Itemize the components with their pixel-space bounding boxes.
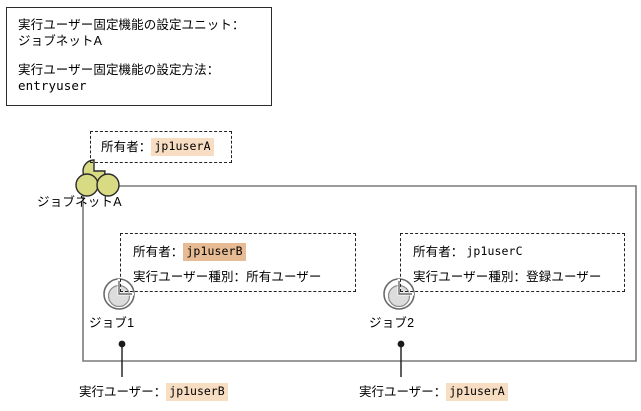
- job2-exec-user-callout: 実行ユーザー： jp1userA: [359, 383, 508, 401]
- job1-callout-leader: [118, 340, 126, 377]
- jobnet-owner-label: 所有者：: [101, 139, 152, 154]
- job1-exec-user-type-label: 実行ユーザー種別：: [133, 270, 247, 284]
- jobnet-owner-value: jp1userA: [151, 138, 214, 156]
- jobnet-icon: [75, 159, 120, 197]
- setting-method-label: 実行ユーザー固定機能の設定方法：: [18, 63, 220, 77]
- setting-unit-value: ジョブネットA: [18, 34, 103, 48]
- job1-exec-user-callout: 実行ユーザー： jp1userB: [79, 383, 228, 401]
- jobnet-annotation-box: 所有者： jp1userA: [90, 131, 232, 163]
- settings-info-box: 実行ユーザー固定機能の設定ユニット： ジョブネットA 実行ユーザー固定機能の設定…: [6, 7, 272, 106]
- jobnet-node-label: ジョブネットA: [37, 195, 122, 209]
- job1-owner-label: 所有者：: [133, 244, 184, 259]
- job2-exec-user-type-label: 実行ユーザー種別：: [413, 270, 527, 284]
- job2-annotation-box: 所有者： jp1userC 実行ユーザー種別： 登録ユーザー: [400, 233, 625, 292]
- info-box-spacer: [18, 49, 261, 62]
- job1-exec-user-value: jp1userB: [166, 383, 228, 401]
- job2-owner-label: 所有者：: [413, 244, 464, 259]
- job2-owner-row: 所有者： jp1userC: [413, 243, 624, 261]
- job1-exec-user-label: 実行ユーザー：: [79, 384, 167, 399]
- setting-method-value: entryuser: [18, 78, 87, 93]
- job2-owner-value: jp1userC: [466, 244, 523, 258]
- setting-unit-label: 実行ユーザー固定機能の設定ユニット：: [18, 18, 245, 32]
- job1-exec-user-type-value: 所有ユーザー: [246, 270, 322, 284]
- job1-owner-row: 所有者： jp1userB: [133, 243, 355, 261]
- job2-node-label: ジョブ2: [369, 316, 415, 330]
- job2-exec-user-label: 実行ユーザー：: [359, 384, 447, 399]
- job2-exec-user-value: jp1userA: [446, 383, 508, 401]
- job2-exec-user-type-row: 実行ユーザー種別： 登録ユーザー: [413, 270, 624, 285]
- job2-exec-user-type-value: 登録ユーザー: [526, 270, 602, 284]
- job1-exec-user-type-row: 実行ユーザー種別： 所有ユーザー: [133, 270, 355, 285]
- job1-owner-value: jp1userB: [183, 243, 246, 261]
- jobnet-owner-row: 所有者： jp1userA: [101, 138, 214, 156]
- job1-annotation-box: 所有者： jp1userB 実行ユーザー種別： 所有ユーザー: [120, 233, 356, 292]
- job2-callout-leader: [397, 340, 405, 377]
- job1-node-label: ジョブ1: [89, 316, 135, 330]
